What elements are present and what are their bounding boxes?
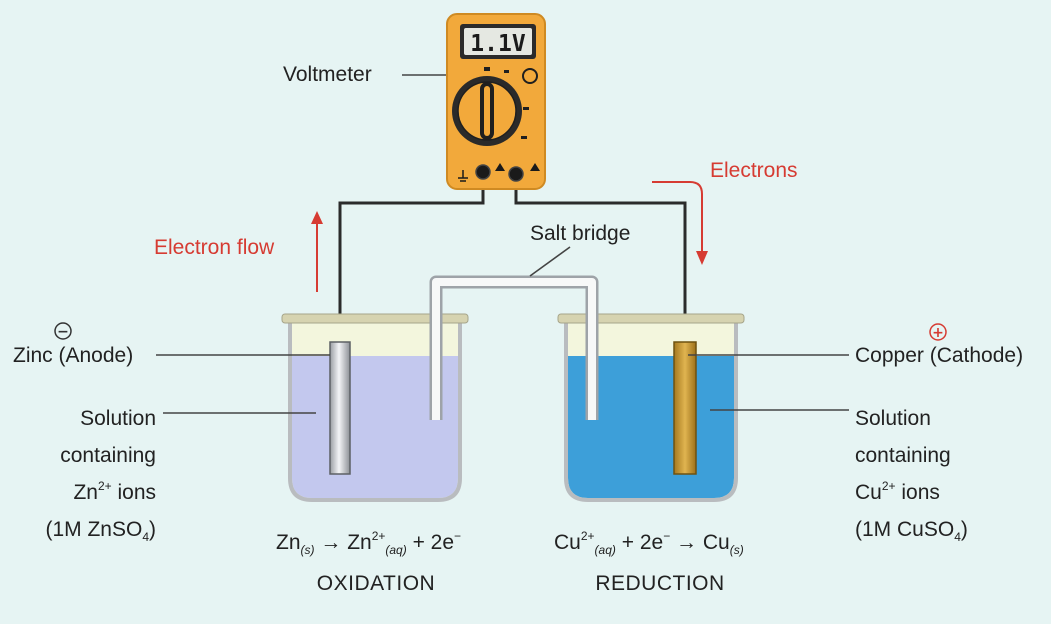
voltmeter-dial-pointer xyxy=(484,86,490,136)
copper-solution-line2: containing xyxy=(855,444,951,467)
electrons-arrow xyxy=(652,181,708,265)
voltmeter-label: Voltmeter xyxy=(283,63,372,86)
svg-text:−: − xyxy=(57,324,69,340)
zinc-electrode xyxy=(329,341,351,475)
copper-solution-line4: (1M CuSO4) xyxy=(855,518,968,544)
electrons-label: Electrons xyxy=(710,159,798,182)
voltmeter-screen xyxy=(464,28,532,55)
salt-bridge-label: Salt bridge xyxy=(530,222,631,245)
copper-beaker-glass xyxy=(564,320,738,502)
minus-icon: − xyxy=(54,322,72,340)
copper-solution-line1: Solution xyxy=(855,407,931,430)
salt-bridge-tube xyxy=(429,275,599,420)
oxidation-title: OXIDATION xyxy=(316,572,436,595)
electron-flow-arrow xyxy=(311,211,323,292)
copper-solution-label: Solution containing Cu2+ ions (1M CuSO4) xyxy=(855,400,968,548)
voltmeter-warning-icon-2 xyxy=(530,163,540,171)
oxidation-equation: Zn(s) → Zn2+(aq) + 2e− xyxy=(276,529,462,557)
zinc-anode-label: Zinc (Anode) xyxy=(13,344,134,367)
voltmeter-dial-marks xyxy=(484,67,529,139)
leader-lines xyxy=(156,74,849,414)
zinc-beaker-glass xyxy=(288,320,462,502)
voltmeter-readout: 1.1V xyxy=(470,31,526,57)
electron-flow-label: Electron flow xyxy=(154,236,275,259)
copper-beaker-rim xyxy=(557,313,745,324)
reduction-title: REDUCTION xyxy=(595,572,725,595)
svg-text:+: + xyxy=(932,325,944,341)
plus-icon: + xyxy=(929,323,947,341)
wire-to-copper xyxy=(514,178,687,342)
voltmeter-power-icon[interactable] xyxy=(522,68,538,84)
copper-cathode-label: Copper (Cathode) xyxy=(855,344,1024,367)
voltmeter-warning-icon xyxy=(495,163,505,171)
zinc-solution-line3: Zn2+ ions xyxy=(73,479,156,504)
reduction-equation: Cu2+(aq) + 2e− → Cu(s) xyxy=(554,529,744,557)
zinc-solution-label: Solution containing Zn2+ ions (1M ZnSO4) xyxy=(0,400,156,548)
zinc-beaker-rim xyxy=(281,313,469,324)
voltmeter-ground-icon xyxy=(458,170,468,182)
copper-solution-line3: Cu2+ ions xyxy=(855,479,940,504)
voltmeter-terminal-positive[interactable] xyxy=(508,166,524,182)
zinc-solution-line2: containing xyxy=(60,444,156,467)
zinc-solution-line1: Solution xyxy=(80,407,156,430)
voltmeter-terminal-negative[interactable] xyxy=(475,164,491,180)
voltmeter-device: 1.1V xyxy=(446,13,546,190)
salt-bridge-leader xyxy=(529,246,571,277)
zinc-solution-line4: (1M ZnSO4) xyxy=(45,518,156,544)
copper-electrode xyxy=(673,341,697,475)
